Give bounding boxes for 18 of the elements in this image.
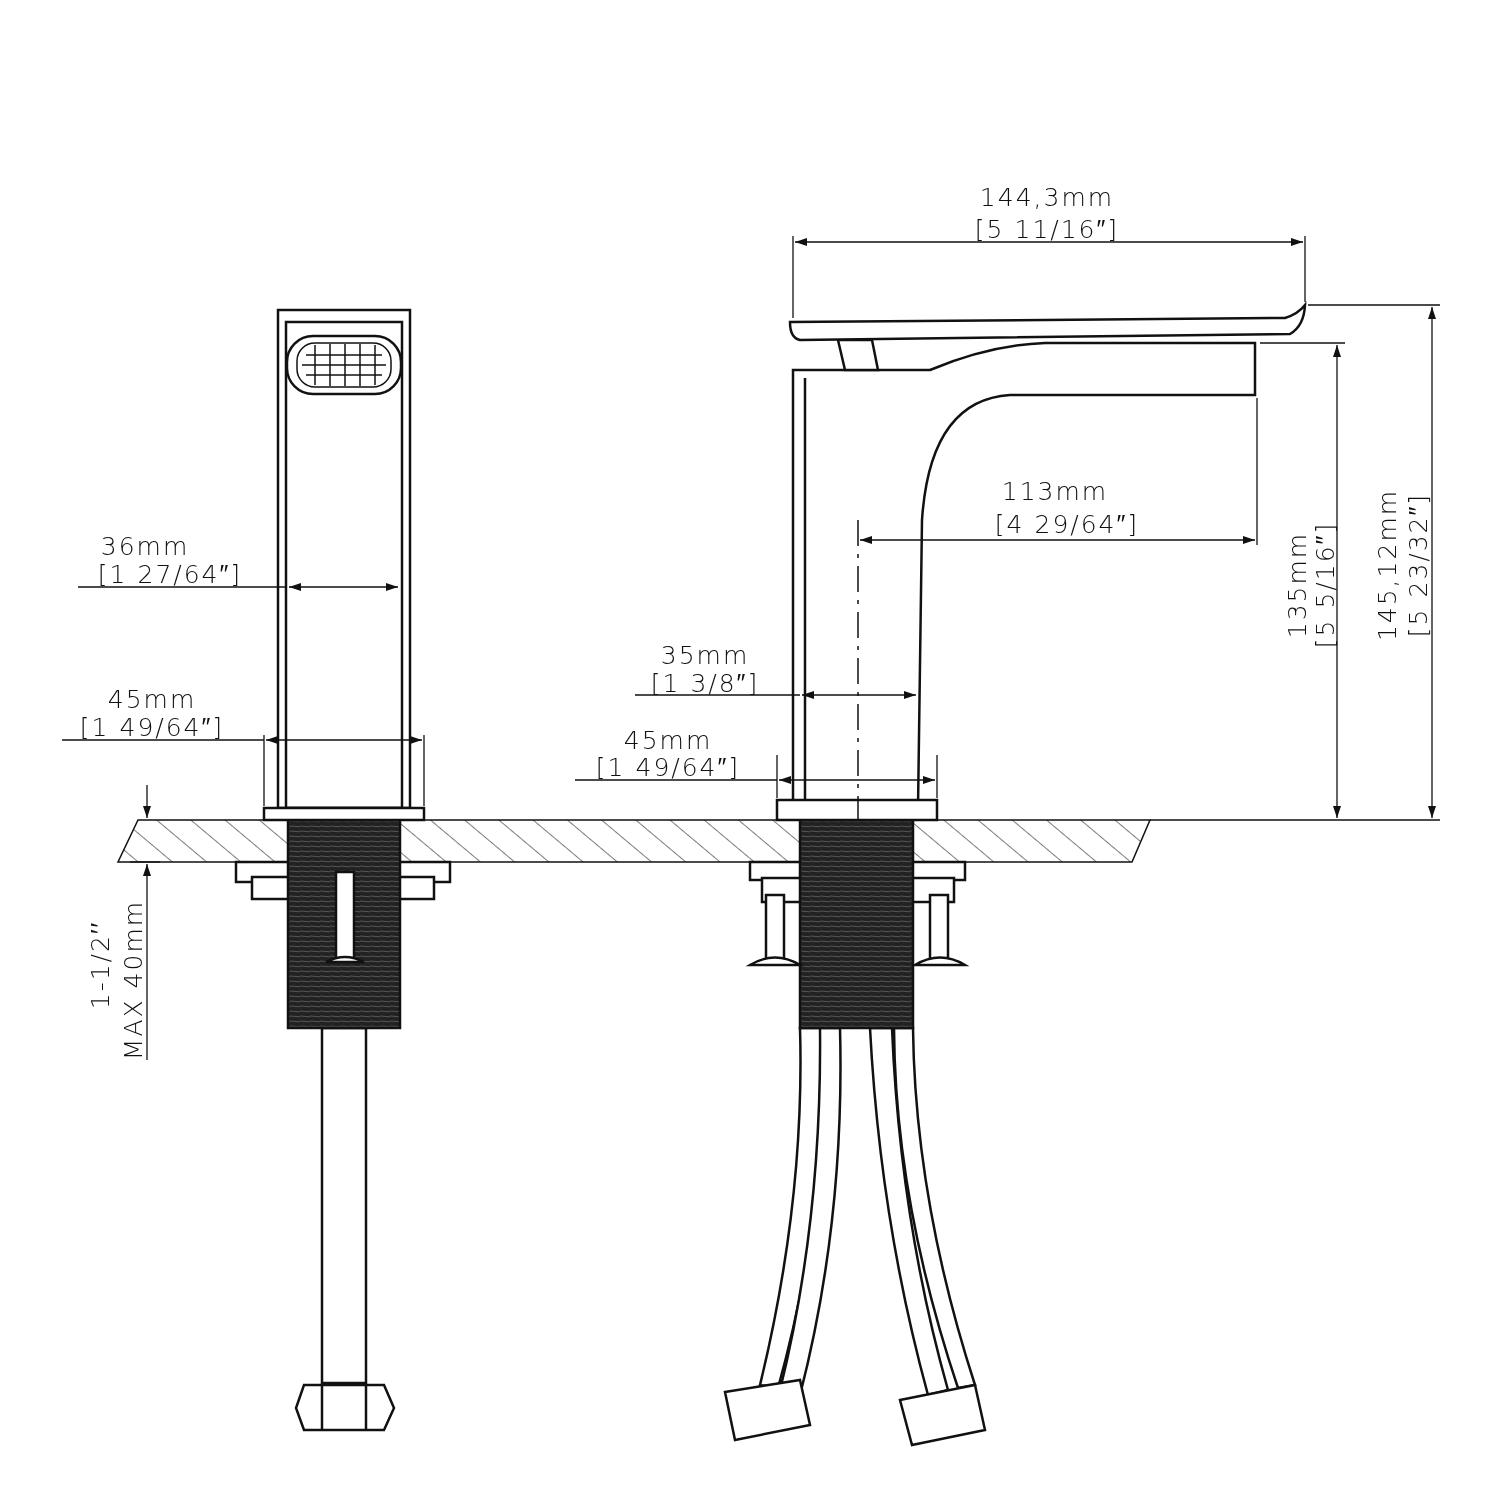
dimension-label: [5 11/16″]: [974, 216, 1120, 242]
dimension-label: 113mm: [1001, 478, 1109, 504]
dimension-label: [1 49/64″]: [79, 714, 225, 740]
dimension-label: 145,12mm: [1374, 488, 1400, 642]
dimension-label: 35mm: [660, 642, 750, 668]
dimension-label: [1 27/64″]: [97, 561, 243, 587]
dimension-label: [5 23/32″]: [1405, 492, 1431, 638]
dimension-label: [5 5/16″]: [1312, 521, 1338, 649]
dimension-label: [1 3/8″]: [650, 670, 760, 696]
dimension-label: [4 29/64″]: [994, 511, 1140, 537]
dimension-label: 1-1/2′′: [87, 920, 113, 1010]
dimension-label: [1 49/64″]: [595, 754, 741, 780]
dimension-label: 45mm: [623, 727, 713, 753]
dimension-label: 45mm: [107, 686, 197, 712]
dimension-label: 135mm: [1284, 531, 1310, 639]
dimension-label: MAX 40mm: [120, 899, 146, 1061]
dimension-label: 36mm: [100, 533, 190, 559]
dimension-label: 144,3mm: [979, 184, 1115, 210]
